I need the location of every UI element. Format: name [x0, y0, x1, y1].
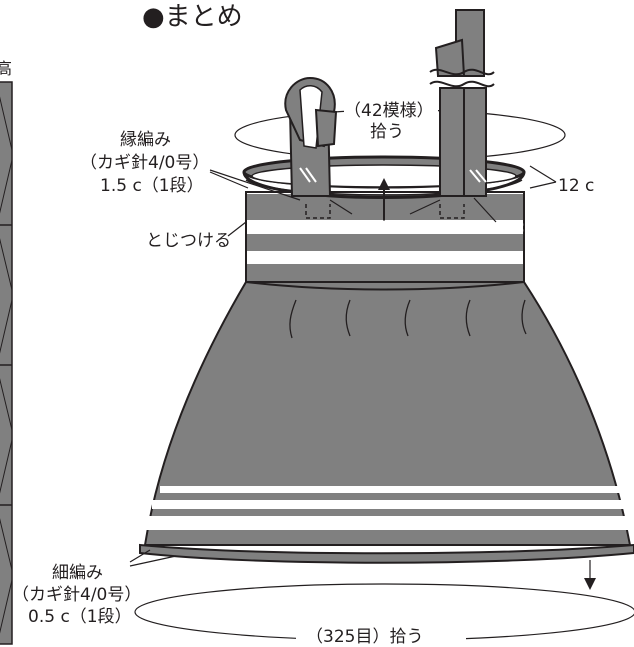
edge-size-label: 1.5 c（1段） [100, 176, 204, 196]
page-title: ●まとめ [142, 2, 243, 32]
left-chart-fragment [0, 81, 13, 645]
bottom-arrowhead [584, 578, 596, 590]
hem-size-label: 0.5 c（1段） [28, 607, 132, 627]
leader-lines [129, 165, 591, 580]
pickup-bottom-label: （325目）拾う [306, 627, 423, 647]
attach-label: とじつける [146, 231, 231, 251]
center-width-label: 17 c [364, 217, 401, 236]
pattern-count-label: （42模様） [344, 101, 434, 121]
gather-folds [289, 299, 527, 339]
right-strap [429, 9, 495, 197]
strap-offset-label: 2 c [498, 217, 524, 236]
edge-name-label: 縁編み [120, 130, 171, 150]
partial-chart-label: 高 [0, 59, 12, 78]
attach-marks [305, 204, 465, 219]
left-strap [284, 76, 338, 197]
pickup-top-label: 拾う [370, 122, 404, 142]
hem-name-label: 細編み [52, 563, 103, 583]
hem-edge [139, 543, 634, 564]
waistband [245, 191, 525, 291]
strap-height-label: 12 c [558, 176, 594, 196]
hem-stripes [146, 486, 628, 530]
center-arrow [378, 178, 390, 222]
edge-hook-label: （カギ針4/0号） [80, 153, 209, 173]
hem-hook-label: （カギ針4/0号） [12, 585, 141, 605]
